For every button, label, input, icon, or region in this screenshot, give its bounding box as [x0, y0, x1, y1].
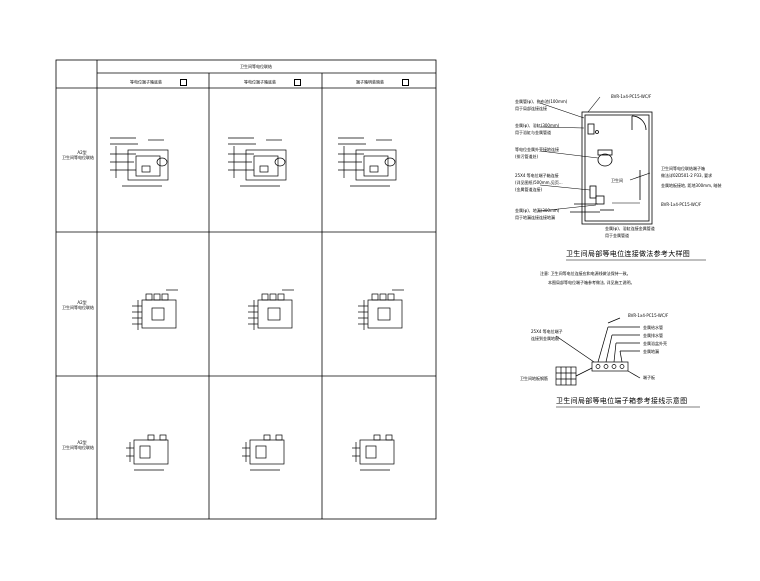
row-label-3-line1: A2型 [77, 440, 87, 445]
column-header-2-label: 等电位端子箱底装 [244, 79, 276, 85]
detail-remark-1: 注意: 卫生间等电位连接应和电源线做法保持一致。 [540, 271, 631, 276]
detail-right-note-1: 卫生间等电位联结端子箱 [661, 166, 705, 171]
row-label-1: A2型 卫生间等电位联结 [62, 150, 94, 160]
schematic-item-2: 金属排水管 [643, 333, 663, 338]
detail-note-9: (金属管道连接) [515, 187, 543, 192]
column-header-3: 端子箱明装暗装 [356, 79, 409, 86]
detail-bottom-note-2: 用于金属管道 [605, 233, 629, 238]
detail-note-4: 用于浴缸与金属管道 [515, 130, 551, 135]
detail-note-6: (排污管道处) [515, 154, 539, 159]
table-group-header: 卫生间等电位联结 [240, 64, 272, 69]
detail-remark-2: 本图局部等电位端子箱参考做法, 详见施工说明。 [548, 280, 635, 285]
detail-note-2: 用于局部连接连接 [515, 106, 547, 111]
checkbox-1[interactable] [180, 79, 187, 86]
detail-note-5: 等电位金属外壳接地连接 [515, 147, 559, 152]
detail-note-1: 金属管(φ)、拖布池(100mm) [515, 99, 568, 104]
detail-note-3: 金属(φ)、浴缸(300mm) [515, 123, 560, 128]
schematic-item-3: 金属浴盆外壳 [643, 341, 667, 346]
row-label-1-line1: A2型 [77, 150, 87, 155]
schematic-left-label-2: 连接到金属地板 [531, 336, 559, 341]
checkbox-3[interactable] [402, 79, 409, 86]
row-label-2: A2型 卫生间等电位联结 [62, 300, 94, 310]
schematic-item-4: 金属地漏 [643, 349, 659, 354]
detail-right-note-3: 金属地板接地, 距地300mm, 暗装 [661, 183, 722, 188]
row-label-3: A2型 卫生间等电位联结 [62, 440, 94, 450]
schematic-caption: 卫生间局部等电位端子箱参考接线示意图 [556, 397, 688, 405]
row-label-3-line2: 卫生间等电位联结 [62, 445, 94, 450]
row-label-1-line2: 卫生间等电位联结 [62, 155, 94, 160]
schematic-left-label-1: 25X4 等电位端子 [531, 329, 563, 334]
detail-right-note-2: 做法详02D501-2 P33, 要求 [661, 173, 713, 178]
column-header-1-label: 等电位端子箱底装 [130, 79, 162, 85]
checkbox-2[interactable] [294, 79, 301, 86]
wire-label-right: BVR-1x4-PC15-WC/F [661, 202, 702, 207]
detail-room-label: 卫生间 [611, 178, 623, 183]
column-header-3-label: 端子箱明装暗装 [356, 79, 384, 85]
schematic-bottom-left-label: 卫生间地板钢筋 [520, 376, 548, 381]
wire-label-top: BVR-1x4-PC15-WC/F [611, 94, 652, 99]
detail-note-7: 25X4 等电位端子箱连接 [515, 173, 559, 178]
column-header-1: 等电位端子箱底装 [130, 79, 187, 86]
schematic-item-1: 金属给水管 [643, 325, 663, 330]
column-header-2: 等电位端子箱底装 [244, 79, 301, 86]
row-label-2-line1: A2型 [77, 300, 87, 305]
schematic-terminal-label: 端子板 [643, 375, 655, 380]
detail-bottom-note-1: 金属(φ)、浴缸连接金属管道 [605, 226, 655, 231]
schematic-wire-label: BVR-1x4-PC15-WC/F [628, 313, 669, 318]
detail-note-8: (详见图纸)500mm,见页... [515, 180, 563, 185]
detail-note-10: 金属(φ)、地漏(300mm) [515, 208, 560, 213]
row-label-2-line2: 卫生间等电位联结 [62, 305, 94, 310]
detail-note-11: 用于地漏连接连接地漏 [515, 215, 555, 220]
detail-caption: 卫生间局部等电位连接做法参考大样图 [566, 250, 691, 258]
